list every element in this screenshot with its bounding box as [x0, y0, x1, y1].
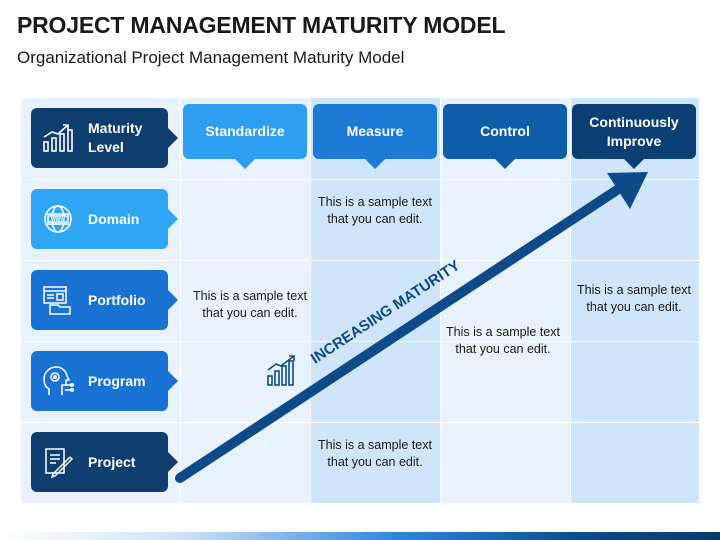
- cell-measure-domain: This is a sample text that you can edit.: [318, 195, 432, 226]
- svg-text:WWW: WWW: [51, 217, 65, 223]
- cell-improve-portfolio: This is a sample text that you can edit.: [577, 283, 691, 314]
- row-label-portfolio: Portfolio: [31, 270, 178, 330]
- column-header-standardize: Standardize: [183, 104, 307, 169]
- row-label-text: Project: [88, 453, 136, 470]
- row-label-text: Domain: [88, 210, 140, 227]
- document-pencil-icon: [45, 448, 74, 478]
- bottom-accent-bar: [0, 532, 720, 540]
- row-label-program: Program: [31, 351, 178, 411]
- row-label-project: Project: [31, 432, 178, 492]
- row-label-maturity-level: Maturity Level: [31, 108, 178, 168]
- column-divider: [570, 98, 571, 503]
- row-label-text: Maturity Level: [88, 120, 143, 155]
- cell-measure-project: This is a sample text that you can edit.: [318, 438, 432, 469]
- row-divider: [21, 422, 699, 423]
- column-header-continuously-improve: Continuously Improve: [572, 104, 696, 169]
- globe-www-icon: WWW: [44, 205, 72, 233]
- page-subtitle: Organizational Project Management Maturi…: [17, 48, 405, 67]
- column-divider: [180, 98, 181, 503]
- bar-chart-icon: [43, 124, 73, 152]
- page-title: PROJECT MANAGEMENT MATURITY MODEL: [17, 12, 506, 38]
- folder-dashboard-icon: [43, 286, 71, 315]
- row-label-text: Program: [88, 372, 146, 389]
- row-divider: [21, 179, 699, 180]
- cell-control-program: This is a sample text that you can edit.: [446, 325, 560, 356]
- row-label-domain: WWW Domain: [31, 189, 178, 249]
- cell-standardize-portfolio: This is a sample text that you can edit.: [193, 289, 307, 320]
- column-header-measure: Measure: [313, 104, 437, 169]
- column-divider: [440, 98, 441, 503]
- row-label-text: Portfolio: [88, 291, 146, 308]
- row-divider: [21, 260, 699, 261]
- head-gears-icon: [43, 366, 74, 395]
- row-divider: [21, 341, 699, 342]
- column-header-control: Control: [443, 104, 567, 169]
